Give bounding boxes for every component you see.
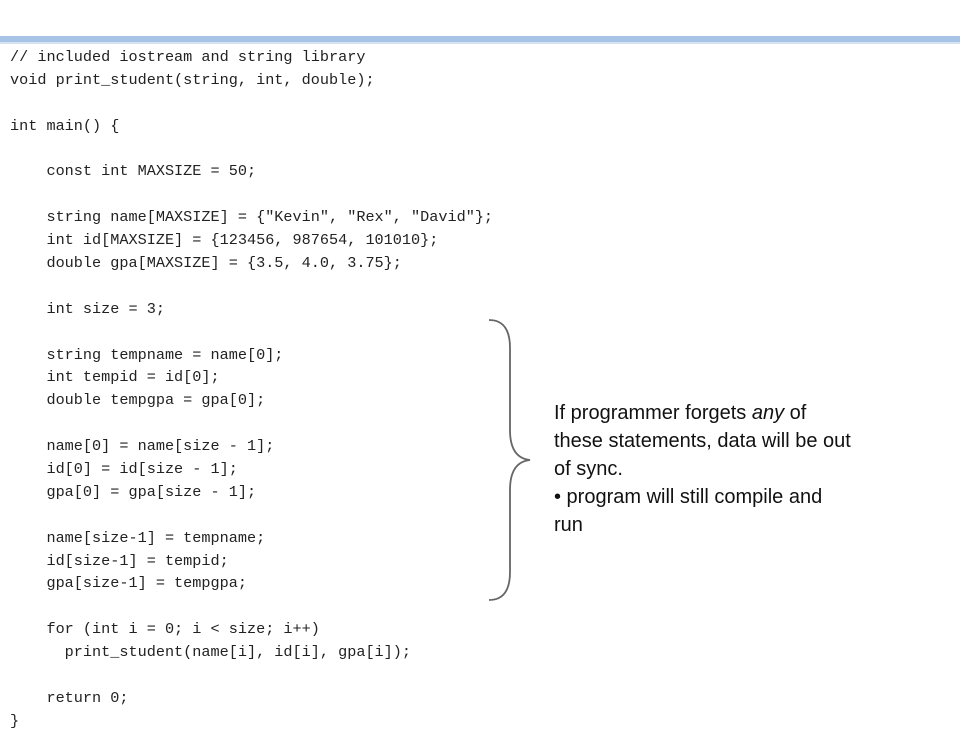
- code-line: [10, 504, 493, 527]
- annotation-text-end: of these statements, data will be out of…: [554, 402, 851, 480]
- code-line: double tempgpa = gpa[0];: [10, 391, 266, 410]
- header-accent-rule: [0, 42, 960, 44]
- code-listing: // included iostream and string library v…: [10, 46, 493, 733]
- code-line: [10, 92, 493, 115]
- code-line: [10, 595, 493, 618]
- header-accent-bar: [0, 36, 960, 42]
- annotation-text: If programmer forgets any of these state…: [554, 399, 854, 483]
- code-line: string tempname = name[0];: [10, 345, 284, 364]
- code-line: }: [10, 711, 20, 730]
- annotation-text-start: If programmer forgets: [554, 402, 752, 424]
- code-line: name[size-1] = tempname;: [10, 528, 266, 547]
- code-line: void print_student(string, int, double);: [10, 70, 375, 89]
- code-line: int main() {: [10, 116, 120, 135]
- code-line: string name[MAXSIZE] = {"Kevin", "Rex", …: [10, 208, 494, 227]
- right-brace-path: [488, 319, 531, 601]
- code-line: return 0;: [10, 688, 129, 707]
- code-line: id[size-1] = tempid;: [10, 551, 229, 570]
- code-line: [10, 321, 493, 344]
- code-line: [10, 275, 493, 298]
- annotation-bullet: • program will still compile and run: [554, 486, 823, 536]
- annotation-emphasis: any: [751, 402, 785, 424]
- code-line: [10, 138, 493, 161]
- annotation-callout: If programmer forgets any of these state…: [554, 399, 854, 539]
- code-line: // included iostream and string library: [10, 48, 366, 66]
- code-line: for (int i = 0; i < size; i++): [10, 620, 320, 639]
- code-line: int tempid = id[0];: [10, 368, 220, 387]
- code-line: id[0] = id[size - 1];: [10, 460, 238, 479]
- code-line: [10, 664, 493, 687]
- code-line: name[0] = name[size - 1];: [10, 437, 275, 456]
- code-line: int id[MAXSIZE] = {123456, 987654, 10101…: [10, 231, 439, 250]
- code-line: int size = 3;: [10, 299, 165, 318]
- code-line: gpa[0] = gpa[size - 1];: [10, 482, 257, 501]
- code-line: [10, 183, 493, 206]
- code-line: [10, 412, 493, 435]
- code-line: const int MAXSIZE = 50;: [10, 162, 257, 181]
- code-line: print_student(name[i], id[i], gpa[i]);: [10, 643, 412, 662]
- right-brace: [488, 319, 531, 601]
- code-line: double gpa[MAXSIZE] = {3.5, 4.0, 3.75};: [10, 254, 402, 273]
- code-line: gpa[size-1] = tempgpa;: [10, 574, 247, 593]
